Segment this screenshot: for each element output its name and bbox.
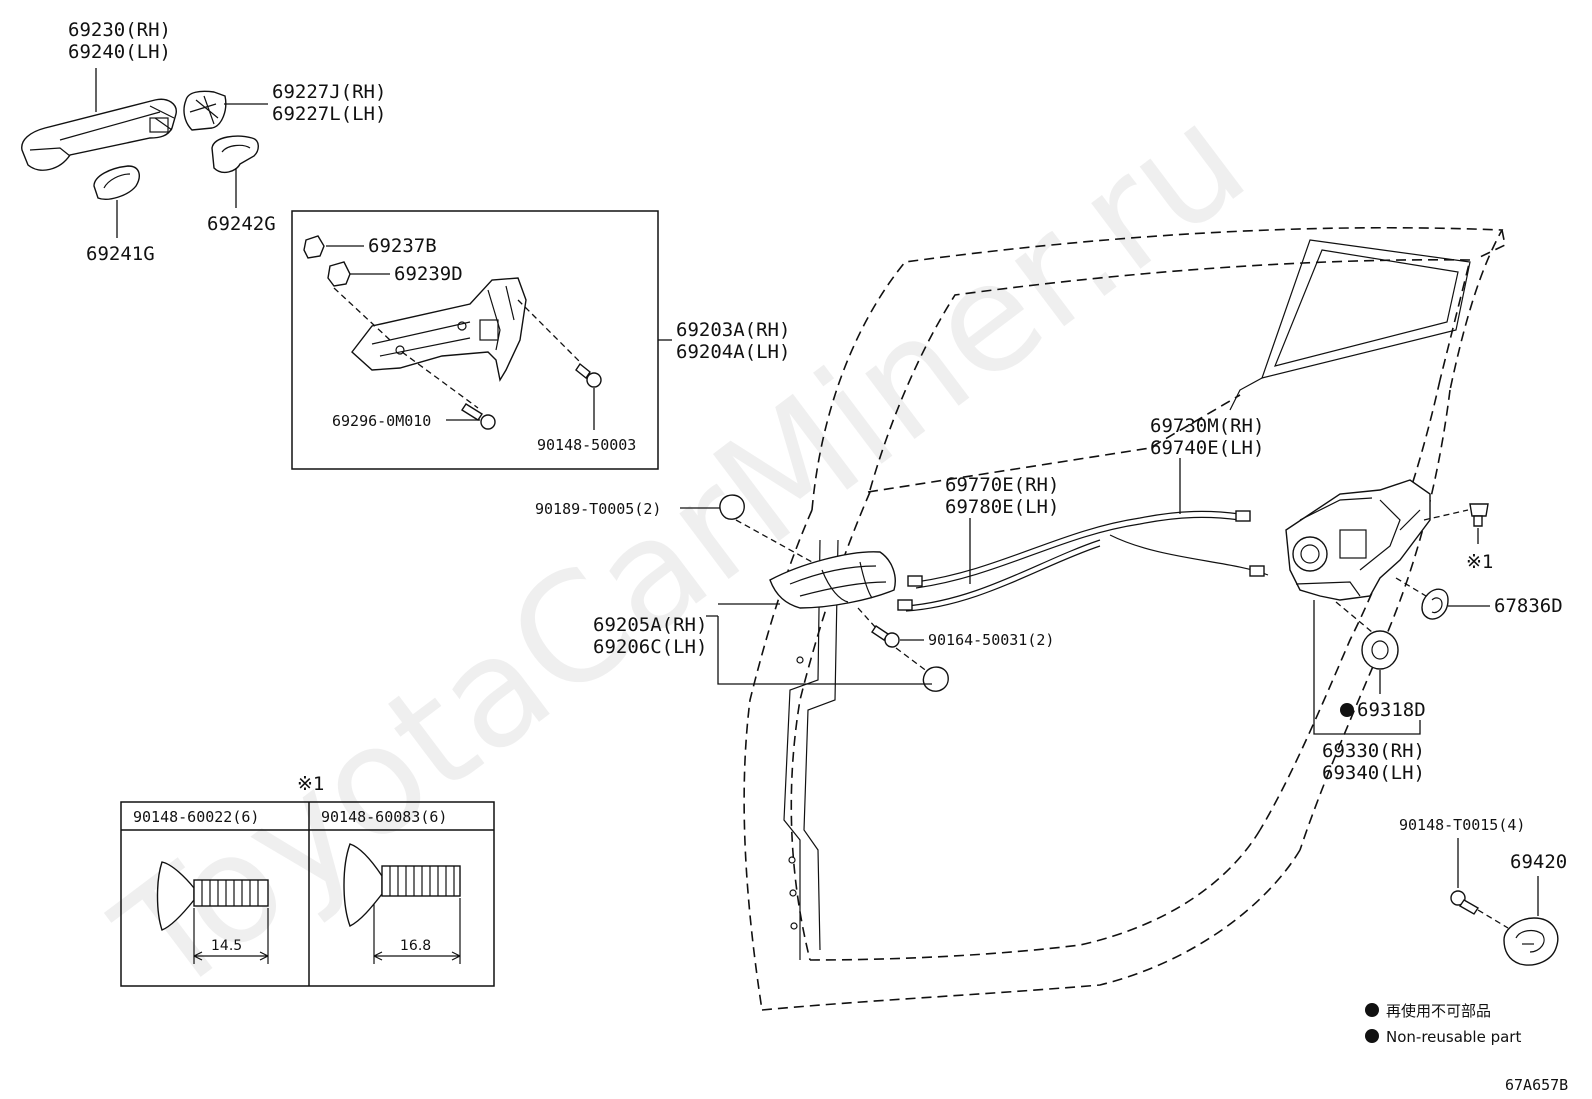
label-cable-69740e-lh: 69740E(LH) <box>1150 437 1264 459</box>
label-inner-handle-rh: 69205A(RH) <box>593 614 707 636</box>
label-pad-69242g: 69242G <box>207 213 276 235</box>
legend-jp: 再使用不可部品 <box>1386 1002 1491 1020</box>
legend-dot-en <box>1365 1029 1379 1043</box>
label-cable-69730m-rh: 69730M(RH) <box>1150 415 1264 437</box>
outside-handle-cover <box>183 90 227 131</box>
handle-pad-front <box>93 165 140 200</box>
door-lock-assembly <box>1285 479 1431 601</box>
label-washer-69318d: 69318D <box>1357 699 1426 721</box>
clip-69237b <box>303 235 325 259</box>
reference-table: ※1 90148-60022(6) 90148-60083(6) 14.5 16… <box>120 773 495 987</box>
non-reusable-mark <box>1340 703 1354 717</box>
label-striker-69420: 69420 <box>1510 851 1567 873</box>
screw-69296 <box>461 403 496 430</box>
label-inner-handle-lh: 69206C(LH) <box>593 636 707 658</box>
label-cover-rh: 69227J(RH) <box>272 81 386 103</box>
outside-door-handle <box>21 98 177 171</box>
bolt-90148-60022: 14.5 <box>156 861 269 964</box>
label-seal-67836d: 67836D <box>1494 595 1563 617</box>
bolt-90148-t0015 <box>1450 890 1479 915</box>
rear-door-outline <box>743 226 1506 1011</box>
label-bolt-90148-50003: 90148-50003 <box>537 436 636 454</box>
label-bolt-90148-t0015: 90148-T0015(4) <box>1399 816 1525 834</box>
label-clip-90189: 90189-T0005(2) <box>535 500 661 518</box>
label-ref-mark-lock: ※1 <box>1466 551 1493 573</box>
screw-90164 <box>871 625 900 648</box>
clip-90189 <box>719 494 745 520</box>
seal-67836d <box>1421 588 1449 620</box>
label-clip-69239d: 69239D <box>394 263 463 285</box>
clip-69239d <box>327 261 351 287</box>
table-mark: ※1 <box>297 773 324 795</box>
label-lock-rh: 69330(RH) <box>1322 740 1425 762</box>
handle-pad-rear <box>211 135 259 174</box>
label-screw-90164: 90164-50031(2) <box>928 631 1054 649</box>
table-header-90148-60083: 90148-60083(6) <box>321 808 447 826</box>
diagram-code: 67A657B <box>1505 1076 1568 1094</box>
lock-cables <box>897 510 1265 612</box>
label-cable-69780e-lh: 69780E(LH) <box>945 496 1059 518</box>
legend: 再使用不可部品 Non-reusable part <box>1365 1002 1521 1046</box>
label-handle-lh: 69240(LH) <box>68 41 171 63</box>
label-cover-lh: 69227L(LH) <box>272 103 386 125</box>
handle-frame-bracket <box>351 277 527 382</box>
label-frame-rh: 69203A(RH) <box>676 319 790 341</box>
bolt-90148-50003 <box>575 362 602 388</box>
label-clip-69237b: 69237B <box>368 235 437 257</box>
legend-dot-jp <box>1365 1003 1379 1017</box>
dimension-14-5: 14.5 <box>211 938 242 954</box>
label-frame-lh: 69204A(LH) <box>676 341 790 363</box>
label-screw-69296: 69296-0M010 <box>332 412 431 430</box>
label-handle-rh: 69230(RH) <box>68 19 171 41</box>
washer-69318d <box>1361 630 1399 670</box>
legend-en: Non-reusable part <box>1386 1028 1521 1046</box>
inside-door-handle <box>769 551 896 609</box>
label-pad-69241g: 69241G <box>86 243 155 265</box>
label-lock-lh: 69340(LH) <box>1322 762 1425 784</box>
label-cable-69770e-rh: 69770E(RH) <box>945 474 1059 496</box>
lock-bolt-top <box>1469 503 1489 527</box>
table-header-90148-60022: 90148-60022(6) <box>133 808 259 826</box>
clip-cap <box>922 666 949 692</box>
door-lock-striker <box>1503 917 1559 966</box>
bolt-90148-60083: 16.8 <box>343 843 461 964</box>
dimension-16-8: 16.8 <box>400 938 431 954</box>
